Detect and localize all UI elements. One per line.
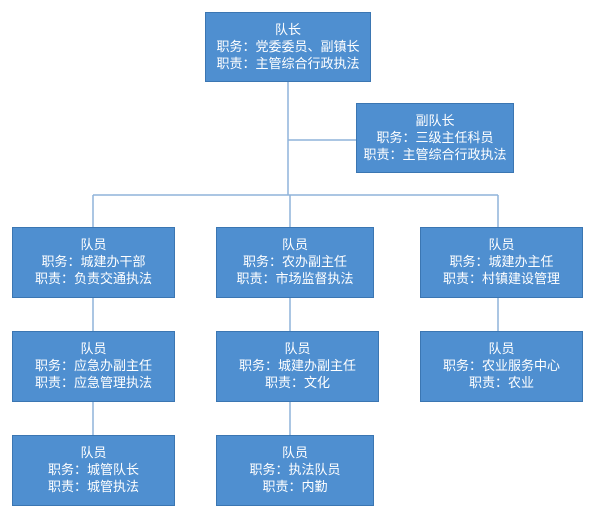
node-title: 队员 [488, 342, 515, 357]
node-title: 队员 [80, 238, 107, 253]
node-member-4: 队员 职务：应急办副主任 职责：应急管理执法 [12, 331, 175, 402]
node-title: 队员 [281, 238, 308, 253]
node-resp: 职责：城管执法 [47, 480, 139, 495]
node-member-7: 队员 职务：城管队长 职责：城管执法 [12, 435, 175, 506]
node-duty: 职务：党委委员、副镇长 [216, 39, 360, 55]
node-title: 队员 [488, 238, 515, 253]
node-duty: 职务：三级主任科员 [376, 130, 494, 146]
node-resp: 职责：农业 [468, 376, 534, 391]
node-resp: 职责：内勤 [262, 480, 328, 495]
node-member-2: 队员 职务：农办副主任 职责：市场监督执法 [216, 227, 374, 298]
node-resp: 职责：市场监督执法 [236, 272, 354, 287]
node-duty: 职务：执法队员 [249, 463, 341, 478]
node-resp: 职责：主管综合行政执法 [363, 147, 507, 163]
node-title: 队员 [80, 342, 107, 357]
node-duty: 职务：应急办副主任 [34, 359, 152, 374]
node-title: 队员 [80, 446, 107, 461]
node-member-5: 队员 职务：城建办副主任 职责：文化 [216, 331, 379, 402]
node-title: 队长 [274, 22, 301, 38]
node-duty: 职务：农办副主任 [242, 255, 347, 270]
node-title: 副队长 [415, 113, 455, 129]
node-member-3: 队员 职务：城建办主任 职责：村镇建设管理 [420, 227, 583, 298]
node-vice-captain: 副队长 职务：三级主任科员 职责：主管综合行政执法 [356, 103, 514, 173]
node-resp: 职责：应急管理执法 [34, 376, 152, 391]
node-resp: 职责：负责交通执法 [34, 272, 152, 287]
node-member-1: 队员 职务：城建办干部 职责：负责交通执法 [12, 227, 175, 298]
node-resp: 职责：主管综合行政执法 [216, 56, 360, 72]
node-duty: 职务：城建办副主任 [238, 359, 356, 374]
node-resp: 职责：文化 [264, 376, 330, 391]
node-title: 队员 [284, 342, 311, 357]
node-captain: 队长 职务：党委委员、副镇长 职责：主管综合行政执法 [205, 12, 371, 82]
node-duty: 职务：城建办主任 [449, 255, 554, 270]
node-duty: 职务：农业服务中心 [442, 359, 560, 374]
node-member-6: 队员 职务：农业服务中心 职责：农业 [420, 331, 583, 402]
node-member-8: 队员 职务：执法队员 职责：内勤 [216, 435, 374, 506]
node-resp: 职责：村镇建设管理 [442, 272, 560, 287]
node-duty: 职务：城管队长 [47, 463, 139, 478]
node-duty: 职务：城建办干部 [41, 255, 146, 270]
node-title: 队员 [281, 446, 308, 461]
